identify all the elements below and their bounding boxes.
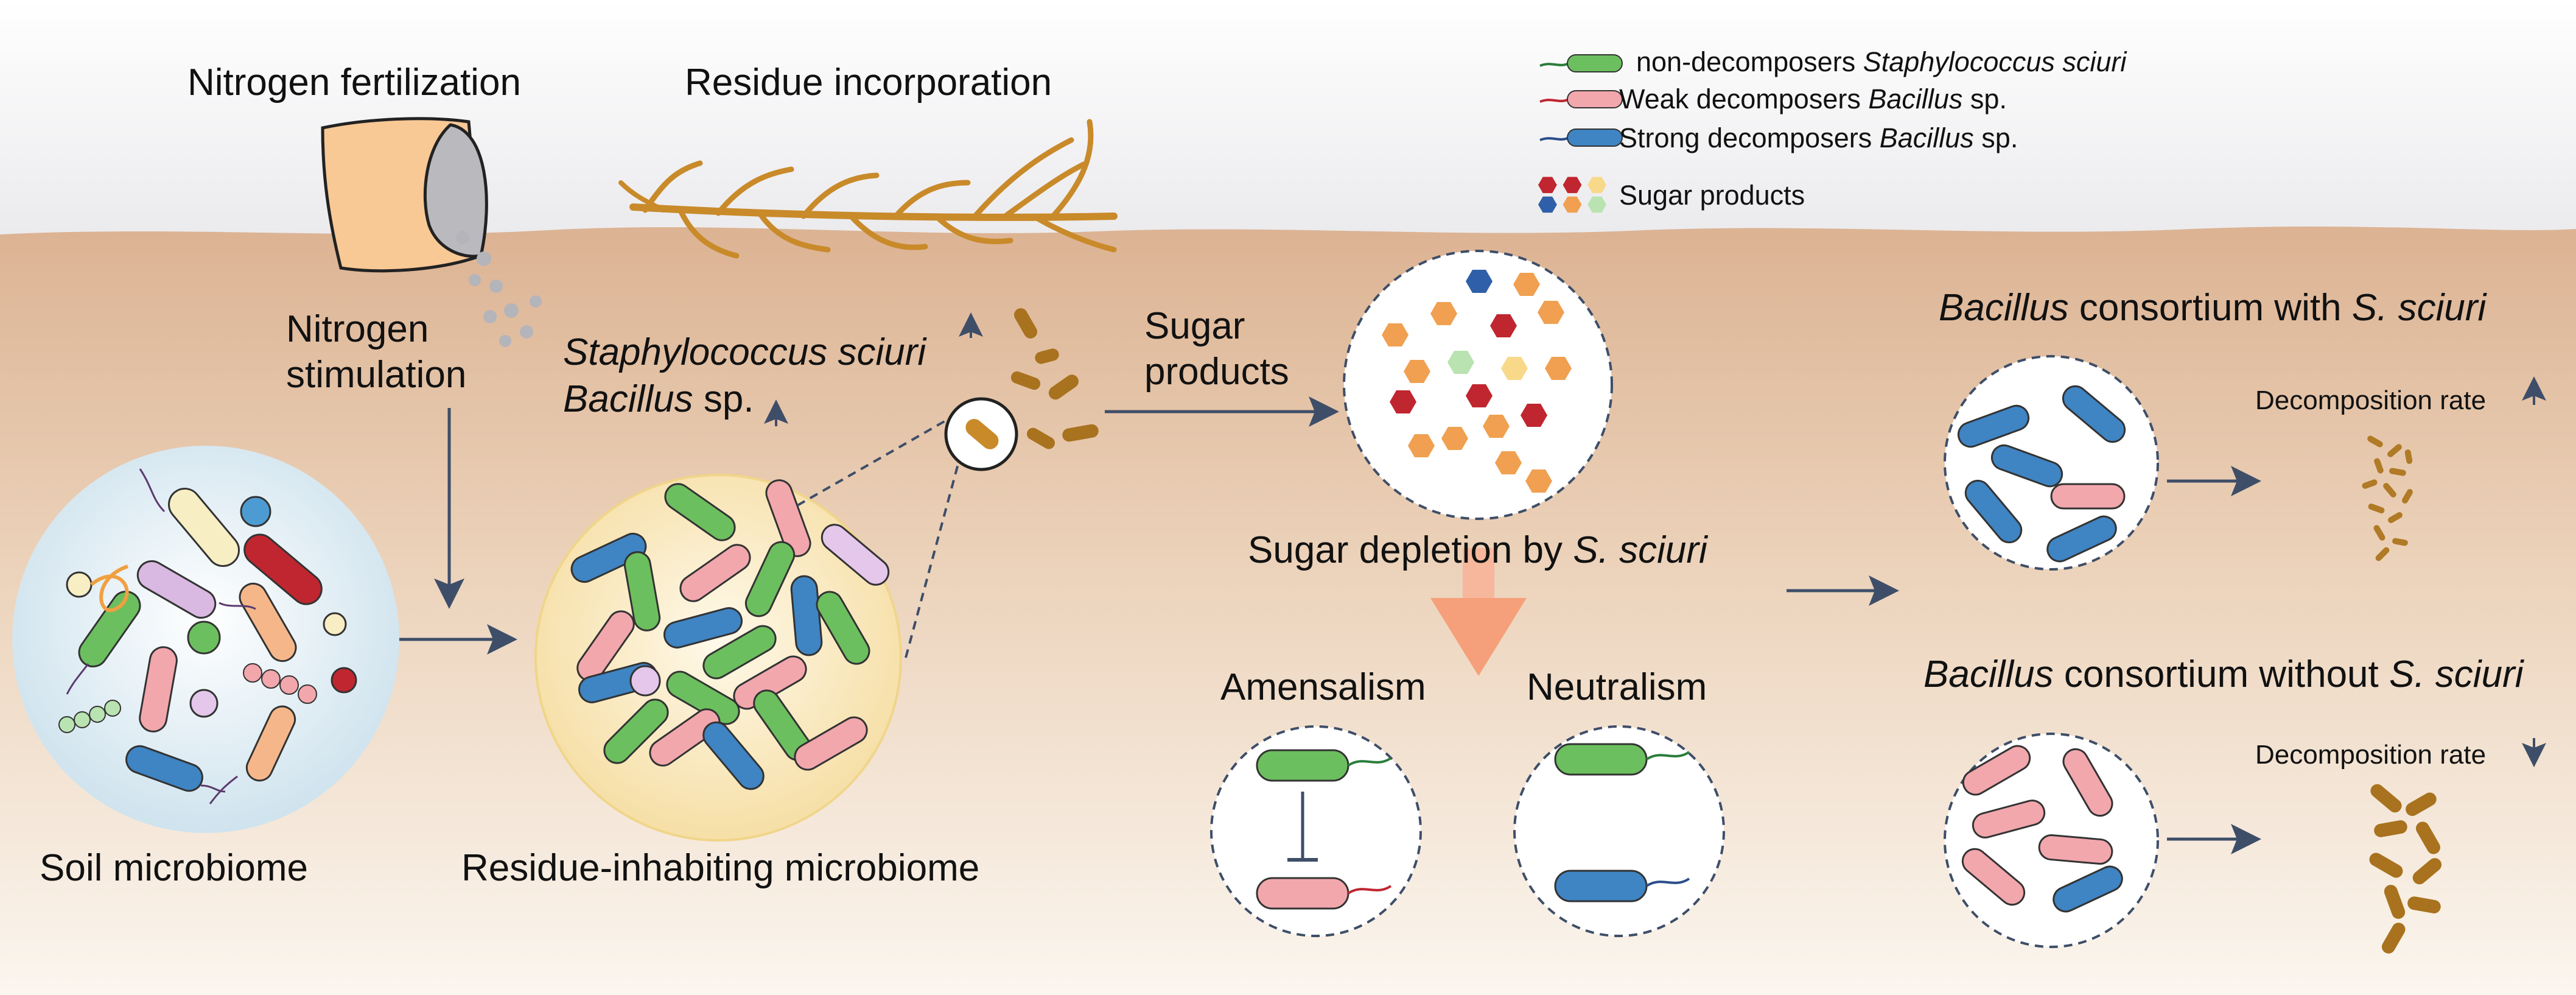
legend-item-strong-decomposers: Strong decomposers Bacillus sp. — [1619, 122, 2018, 154]
neutralism-circle — [1513, 725, 1725, 937]
consortium-with-genus: Bacillus — [1939, 287, 2069, 329]
residue-incorporation-label: Residue incorporation — [685, 62, 1052, 104]
bacillus-increase-label: Bacillus sp. — [563, 378, 754, 421]
consortium-without-species: S. sciuri — [2389, 653, 2524, 695]
bacillus-sp-suffix: sp. — [693, 378, 754, 420]
legend-item-italic: Bacillus — [1868, 83, 1963, 114]
sugar-depletion-label: Sugar depletion by S. sciuri — [1248, 529, 1707, 572]
residue-particles — [1010, 308, 1099, 449]
fertilizer-bag-icon — [321, 117, 542, 347]
legend-sugar-products-label: Sugar products — [1619, 180, 1805, 211]
consortium-with-circle — [1944, 355, 2159, 571]
process-arrows — [399, 312, 2546, 854]
consortium-without-mid: consortium without — [2053, 653, 2389, 695]
soil-microbiome-circle — [12, 446, 399, 833]
sugar-products-circle — [1343, 250, 1613, 520]
nitrogen-fertilization-label: Nitrogen fertilization — [187, 62, 521, 104]
consortium-with-label: Bacillus consortium with S. sciuri — [1939, 286, 2486, 329]
residue-microbiome-circle — [534, 474, 902, 842]
legend-item-suffix: sp. — [1973, 122, 2018, 153]
legend-graphics — [1538, 54, 1623, 213]
small-residue-particles — [2362, 435, 2413, 561]
zoom-detail — [797, 397, 1018, 658]
consortium-without-genus: Bacillus — [1923, 653, 2054, 695]
legend-item-weak-decomposers: Weak decomposers Bacillus sp. — [1619, 83, 2007, 115]
nitrogen-stimulation-line2: stimulation — [286, 354, 467, 396]
sugar-depletion-species: S. sciuri — [1573, 529, 1707, 571]
residue-microbiome-label: Residue-inhabiting microbiome — [461, 847, 980, 889]
nitrogen-stimulation-line1: Nitrogen — [286, 308, 429, 350]
consortium-with-mid: consortium with — [2068, 287, 2352, 329]
straw-residue-icon — [618, 119, 1118, 259]
legend-item-suffix: sp. — [1962, 83, 2007, 114]
legend-item-plain: non-decomposers — [1636, 46, 1863, 77]
neutralism-label: Neutralism — [1527, 666, 1707, 708]
consortium-with-species: S. sciuri — [2351, 287, 2487, 329]
legend-item-italic: Bacillus — [1879, 122, 1974, 153]
staph-sciuri-label: Staphylococcus sciuri — [563, 331, 926, 373]
consortium-without-label: Bacillus consortium without S. sciuri — [1923, 653, 2523, 696]
soil-microbiome-label: Soil microbiome — [40, 847, 309, 889]
large-residue-particles — [2369, 784, 2442, 954]
funnel-arrow — [1430, 548, 1527, 676]
amensalism-circle — [1210, 725, 1422, 937]
consortium-without-circle — [1944, 733, 2159, 948]
decomposition-rate-down-label: Decomposition rate — [2255, 740, 2487, 770]
legend-item-plain: Weak decomposers — [1619, 83, 1869, 114]
legend-item-italic: Staphylococcus sciuri — [1863, 46, 2127, 77]
decomposition-rate-up-label: Decomposition rate — [2255, 385, 2487, 415]
sugar-products-line1: Sugar — [1144, 305, 1245, 347]
legend-item-plain: Strong decomposers — [1619, 122, 1880, 153]
bacillus-genus: Bacillus — [563, 378, 693, 420]
sugar-depletion-text: Sugar depletion by — [1248, 529, 1573, 571]
legend-item-non-decomposers: non-decomposers Staphylococcus sciuri — [1636, 46, 2126, 78]
sugar-products-line2: products — [1144, 351, 1289, 393]
amensalism-label: Amensalism — [1220, 666, 1426, 708]
